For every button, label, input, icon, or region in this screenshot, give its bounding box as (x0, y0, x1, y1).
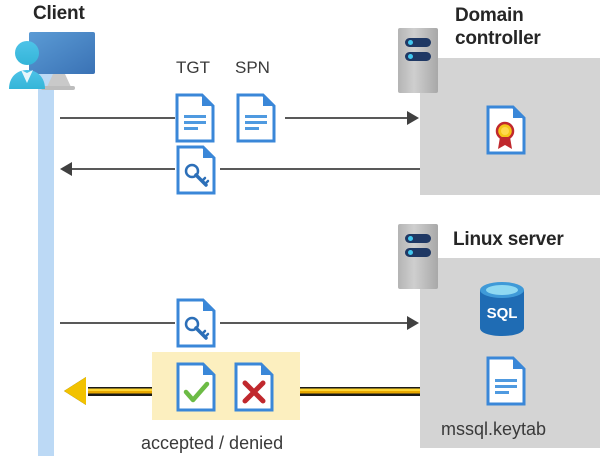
message-2-line-right (220, 168, 420, 170)
message-2-line-left (72, 168, 175, 170)
message-4-arrowhead (64, 377, 86, 405)
tgt-label: TGT (176, 58, 210, 77)
tgt-document-icon (175, 93, 215, 148)
spn-document-icon (236, 93, 276, 148)
message-1-line-left (60, 117, 175, 119)
message-2-arrowhead (60, 162, 72, 176)
message-3-arrowhead (407, 316, 419, 330)
client-workstation-icon (5, 27, 97, 100)
accepted-document-check-icon (176, 362, 216, 417)
accepted-denied-highlight (152, 352, 300, 420)
linux-server-server-tower-icon (398, 224, 438, 289)
sql-database-icon: SQL (477, 280, 527, 343)
message-4-line-left (88, 387, 152, 396)
spn-label: SPN (235, 58, 270, 77)
accepted-denied-label: accepted / denied (141, 433, 284, 453)
keytab-label: mssql.keytab (441, 419, 547, 439)
service-ticket-document-key-icon (176, 145, 216, 200)
denied-document-cross-icon (234, 362, 274, 417)
sql-label: SQL (487, 305, 518, 322)
message-1-line-right (285, 117, 407, 119)
linux-server-title: Linux server (453, 229, 564, 250)
domain-controller-server-tower-icon (398, 28, 438, 93)
domain-controller-title: Domain controller (455, 5, 541, 49)
keytab-document-icon (486, 356, 526, 411)
certificate-document-icon (486, 105, 526, 160)
request-document-key-icon (176, 298, 216, 353)
message-1-arrowhead (407, 111, 419, 125)
message-3-line-left (60, 322, 175, 324)
client-lifeline (38, 70, 54, 456)
message-4-line-right (300, 387, 420, 396)
client-title: Client (33, 3, 85, 24)
message-3-line-right (220, 322, 407, 324)
